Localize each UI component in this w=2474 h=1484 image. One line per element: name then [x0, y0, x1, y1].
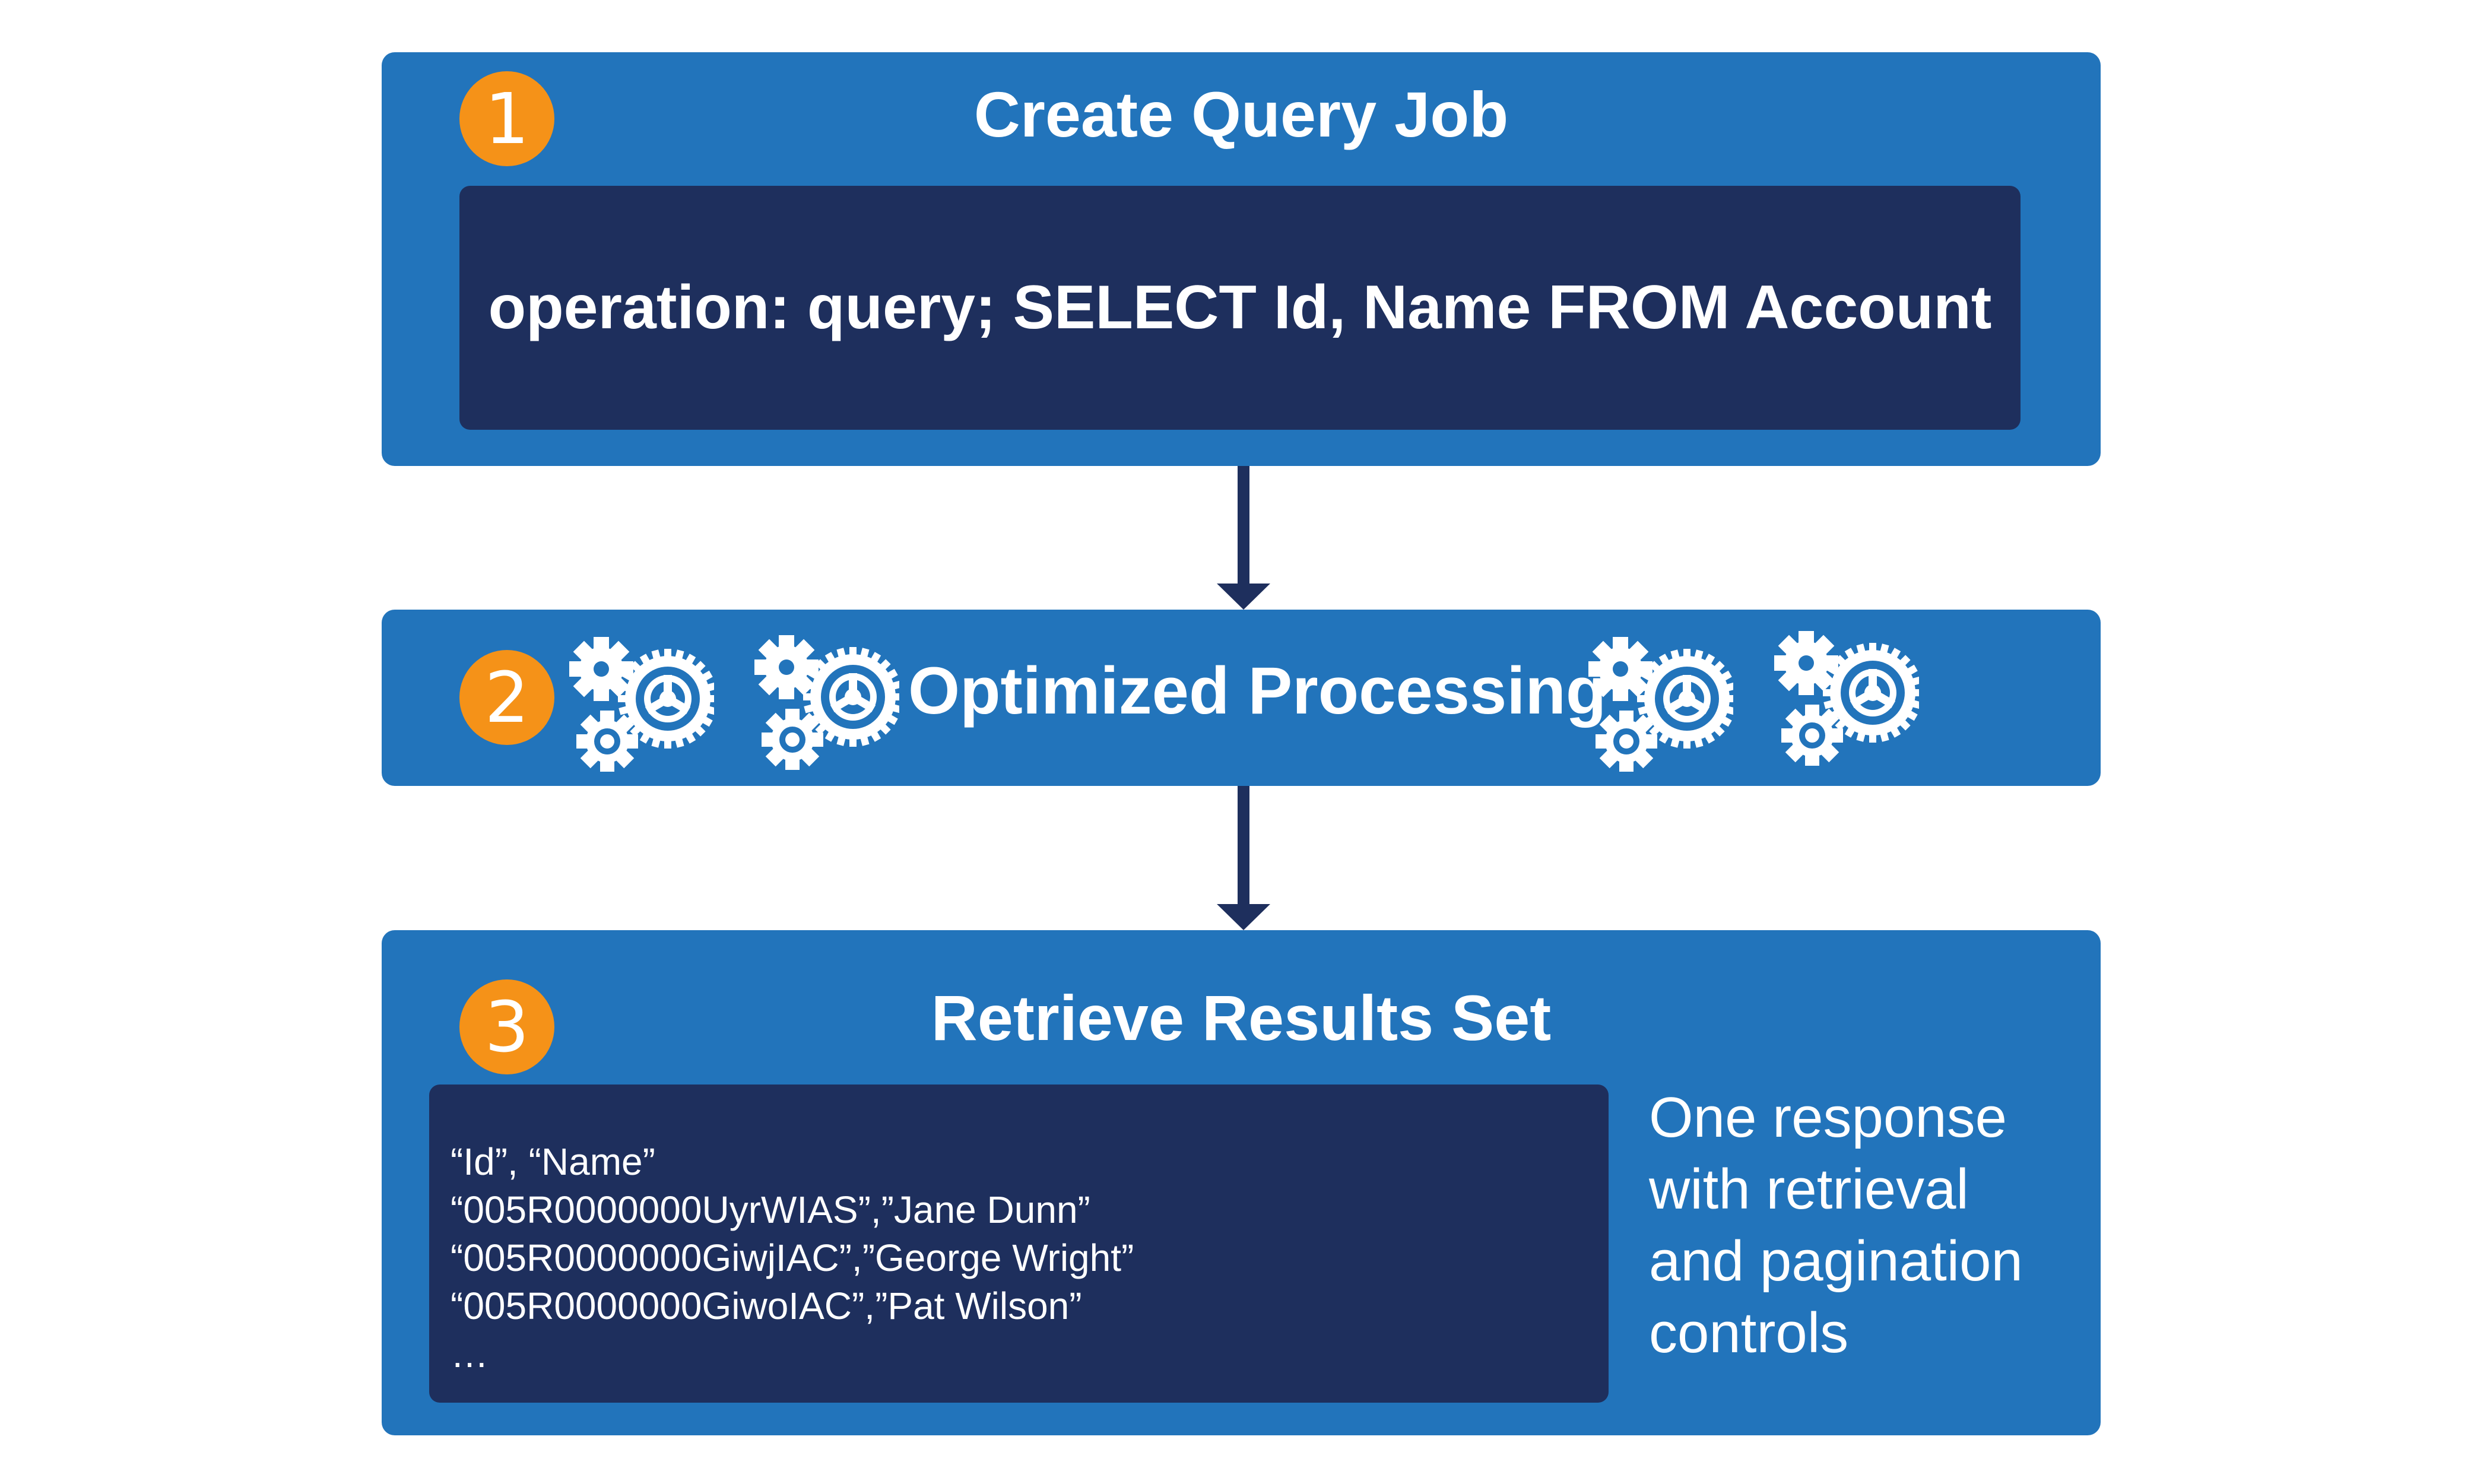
- step-title: Create Query Job: [973, 78, 1509, 150]
- query-code-text: operation: query; SELECT Id, Name FROM A…: [488, 273, 1992, 342]
- query-code-box: operation: query; SELECT Id, Name FROM A…: [459, 186, 2021, 430]
- gears-icon: [1771, 626, 1919, 766]
- step-number-badge: 3: [459, 979, 554, 1074]
- step-title: Optimized Processing: [908, 654, 1607, 728]
- response-note: One response with retrieval and paginati…: [1649, 1086, 2023, 1365]
- results-header-line: “Id”, “Name”: [451, 1140, 655, 1183]
- step-optimized-processing: 2 Optimized Processing: [382, 610, 2101, 786]
- result-row: “005R0000000GiwoIAC”,”Pat Wilson”: [451, 1285, 1082, 1327]
- gears-icon: [1585, 632, 1733, 772]
- step-number-badge: 2: [459, 650, 554, 745]
- gears-icon: [751, 630, 899, 770]
- result-row: “005R0000000GiwjIAC”,”George Wright”: [451, 1236, 1134, 1279]
- step-title: Retrieve Results Set: [931, 982, 1552, 1054]
- results-ellipsis: …: [451, 1333, 489, 1375]
- step-create-query-job: 1 Create Query Job operation: query; SEL…: [382, 52, 2101, 466]
- result-row: “005R0000000UyrWIAS”,”Jane Dunn”: [451, 1188, 1090, 1231]
- gears-icon: [566, 632, 714, 772]
- results-code-box: “Id”, “Name” “005R0000000UyrWIAS”,”Jane …: [429, 1085, 1609, 1403]
- flow-arrow: [1217, 786, 1270, 930]
- step-retrieve-results-set: 3 Retrieve Results Set “Id”, “Name” “005…: [382, 930, 2101, 1435]
- flow-arrow: [1217, 466, 1270, 610]
- step-number-badge: 1: [459, 71, 554, 166]
